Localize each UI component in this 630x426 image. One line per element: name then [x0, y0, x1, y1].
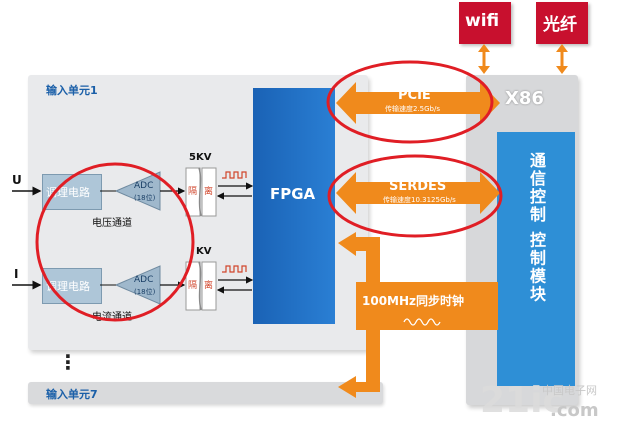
- input-unit-7-title: 输入单元7: [46, 388, 98, 401]
- current-channel-label: 电流通道: [92, 312, 132, 323]
- current-adc-triangle: [114, 265, 161, 305]
- voltage-conditioner-box: [42, 174, 102, 210]
- fpga-label: FPGA: [270, 185, 316, 203]
- x86-label: X86: [505, 88, 544, 109]
- wifi-box: [459, 2, 511, 44]
- voltage-isolator-b: [201, 167, 217, 217]
- serdes-label: SERDES: [389, 179, 447, 194]
- clock-box: [356, 282, 498, 330]
- voltage-adc-label: ADC: [134, 181, 154, 191]
- voltage-channel-label: 电压通道: [92, 218, 132, 229]
- comm-control-label: 通信控制 控制模块: [527, 152, 546, 304]
- current-adc-label: ADC: [134, 275, 154, 285]
- fpga-block: [253, 88, 335, 324]
- current-adc-bits: (18位): [134, 288, 156, 296]
- current-conditioner-label: 调理电路: [46, 280, 90, 293]
- clock-label: 100MHz同步时钟: [362, 294, 465, 308]
- current-isolator-b: [201, 261, 217, 311]
- pcie-rate: 传输速度2.5Gb/s: [385, 105, 441, 113]
- voltage-iso-a: 隔: [188, 187, 198, 197]
- watermark-site: 21ic: [480, 380, 564, 421]
- current-isolation-kv: KV: [196, 246, 212, 257]
- comm-control-module: 通信控制 控制模块: [497, 132, 575, 386]
- voltage-iso-b: 离: [204, 187, 214, 197]
- clock-vertical-arrow: [338, 232, 380, 398]
- input-unit-1-title: 输入单元1: [46, 84, 98, 97]
- current-pulse-wave: [222, 265, 247, 273]
- i-input-label: I: [14, 267, 19, 281]
- watermark-cn: 中国电子网: [542, 384, 597, 397]
- ellipsis-dots: ⋮: [58, 350, 78, 374]
- fiber-label: 光纤: [543, 15, 577, 35]
- wifi-label: wifi: [465, 11, 500, 31]
- serdes-highlight-circle: [327, 154, 503, 238]
- serdes-rate: 传输速度10.3125Gb/s: [383, 196, 456, 204]
- u-input-label: U: [12, 173, 22, 187]
- clock-sine-wave: [403, 318, 441, 326]
- channel-highlight-circle: [35, 162, 195, 322]
- current-iso-b: 离: [204, 281, 214, 291]
- pcie-highlight-circle: [326, 60, 494, 144]
- voltage-adc-triangle: [114, 171, 161, 211]
- serdes-arrow: [336, 172, 500, 214]
- voltage-pulse-wave: [222, 171, 247, 179]
- voltage-isolation-kv: 5KV: [189, 152, 212, 163]
- input-unit-7-bar: [28, 382, 383, 404]
- pcie-label: PCIE: [398, 88, 431, 103]
- pcie-arrow: [336, 82, 500, 124]
- watermark-domain: .com: [550, 400, 599, 421]
- current-iso-a: 隔: [188, 281, 198, 291]
- voltage-adc-bits: (18位): [134, 194, 156, 202]
- fiber-box: [536, 2, 588, 44]
